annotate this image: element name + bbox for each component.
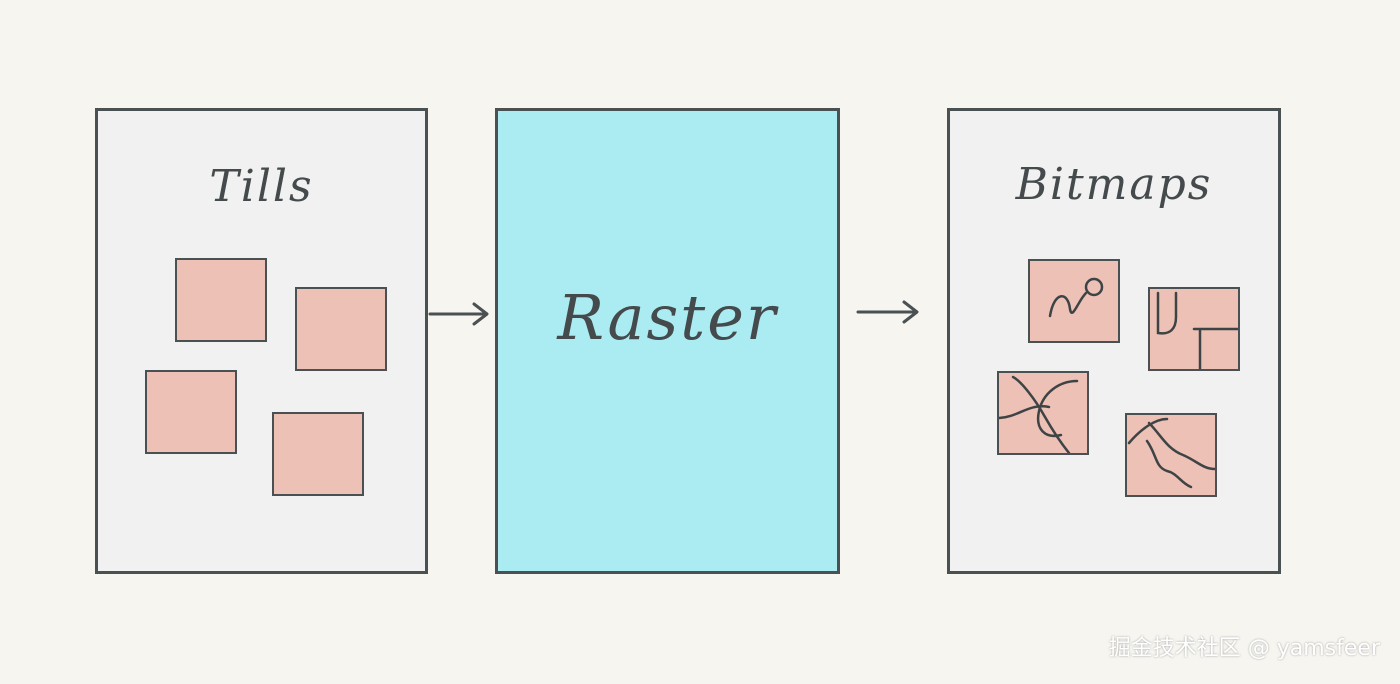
- tile: [272, 412, 364, 496]
- tile: [145, 370, 237, 454]
- tile: [175, 258, 267, 342]
- bitmap-tile: [1028, 259, 1120, 343]
- bitmaps-panel: Bitmaps: [947, 108, 1281, 574]
- bitmap-tile: [1125, 413, 1217, 497]
- tiles-panel: Tills: [95, 108, 428, 574]
- raster-title: Raster: [557, 281, 778, 354]
- bitmap-tile: [1148, 287, 1240, 371]
- watermark-text: 掘金技术社区 @ yamsfeer: [1108, 636, 1380, 661]
- tile: [295, 287, 387, 371]
- arrow-right-icon: [856, 300, 919, 324]
- bitmaps-title: Bitmaps: [1015, 159, 1213, 210]
- bitmap-tile: [997, 371, 1089, 455]
- tiles-title: Tills: [209, 161, 314, 212]
- arrow-right-icon: [428, 302, 489, 326]
- raster-panel: Raster: [495, 108, 840, 574]
